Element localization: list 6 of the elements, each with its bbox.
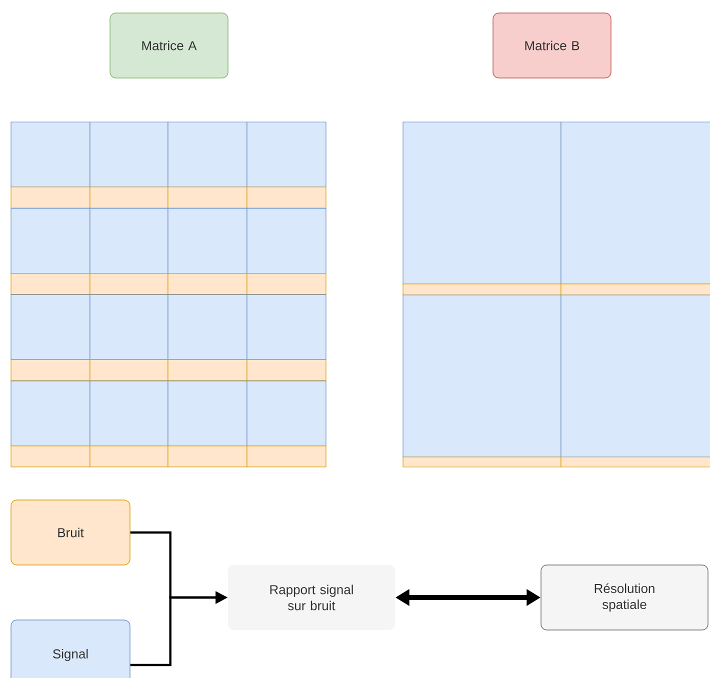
label-box: Matrice B bbox=[492, 12, 612, 78]
label-box: Résolution spatiale bbox=[540, 564, 708, 630]
label-box: Bruit bbox=[10, 500, 130, 566]
label-box: Signal bbox=[10, 620, 130, 678]
label-box: Matrice A bbox=[110, 12, 228, 78]
label-box: Rapport signal sur bruit bbox=[228, 565, 395, 630]
